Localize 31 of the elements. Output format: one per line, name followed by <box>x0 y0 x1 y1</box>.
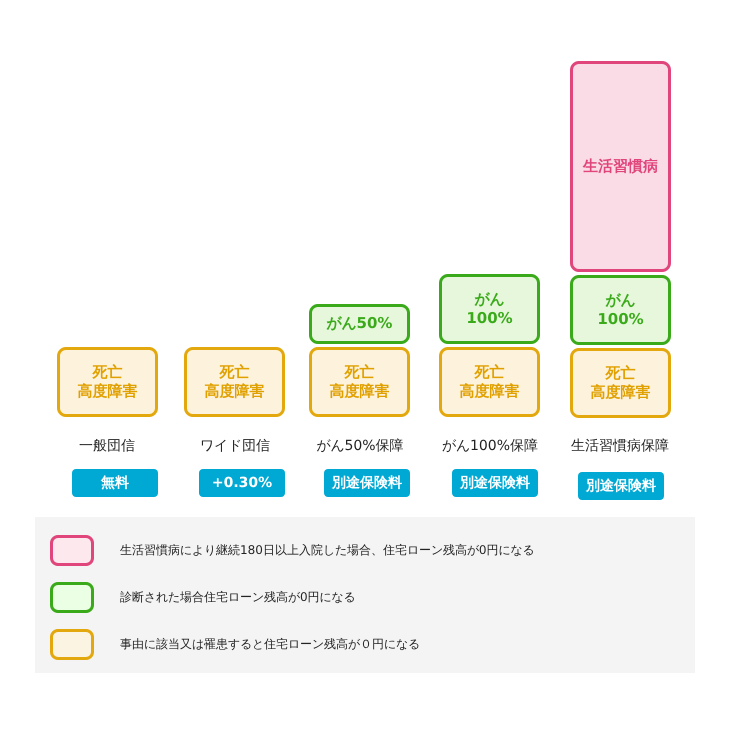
plan-name: 一般団信 <box>78 437 136 455</box>
price-tag: +0.30% <box>199 469 285 497</box>
price-tag: 別途保険料 <box>578 472 664 500</box>
legend-text: 生活習慣病により継続180日以上入院した場合、住宅ローン残高が0円になる <box>120 542 535 559</box>
price-tag: 無料 <box>72 469 158 497</box>
box-label: 生活習慣病 <box>583 156 658 176</box>
cancer-box <box>439 274 540 344</box>
plan-name: がん50%保障 <box>315 437 405 455</box>
death-disability-box <box>439 347 540 417</box>
death-disability-box <box>570 348 671 418</box>
legend-text: 事由に該当又は罹患すると住宅ローン残高が０円になる <box>120 636 420 653</box>
price-tag: 別途保険料 <box>452 469 538 497</box>
lifestyle-disease-box <box>570 61 671 272</box>
death-disability-box <box>57 347 158 417</box>
box-label: がん100% <box>466 290 513 328</box>
death-disability-box <box>184 347 285 417</box>
cancer-box <box>570 275 671 345</box>
plan-name: 生活習慣病保障 <box>570 437 670 455</box>
legend-text: 診断された場合住宅ローン残高が0円になる <box>120 589 356 606</box>
box-label: がん100% <box>597 290 644 330</box>
cancer-box <box>309 304 410 344</box>
box-label: 死亡高度障害 <box>204 362 264 402</box>
plan-name: がん100%保障 <box>440 437 540 455</box>
box-label: がん50% <box>326 314 392 334</box>
plan-name: ワイド団信 <box>199 437 271 455</box>
death-disability-box <box>309 347 410 417</box>
box-label: 死亡高度障害 <box>330 362 390 402</box>
box-label: 死亡高度障害 <box>78 362 138 402</box>
box-label: 死亡高度障害 <box>460 362 520 402</box>
price-tag: 別途保険料 <box>324 469 410 497</box>
box-label: 死亡高度障害 <box>590 364 650 402</box>
